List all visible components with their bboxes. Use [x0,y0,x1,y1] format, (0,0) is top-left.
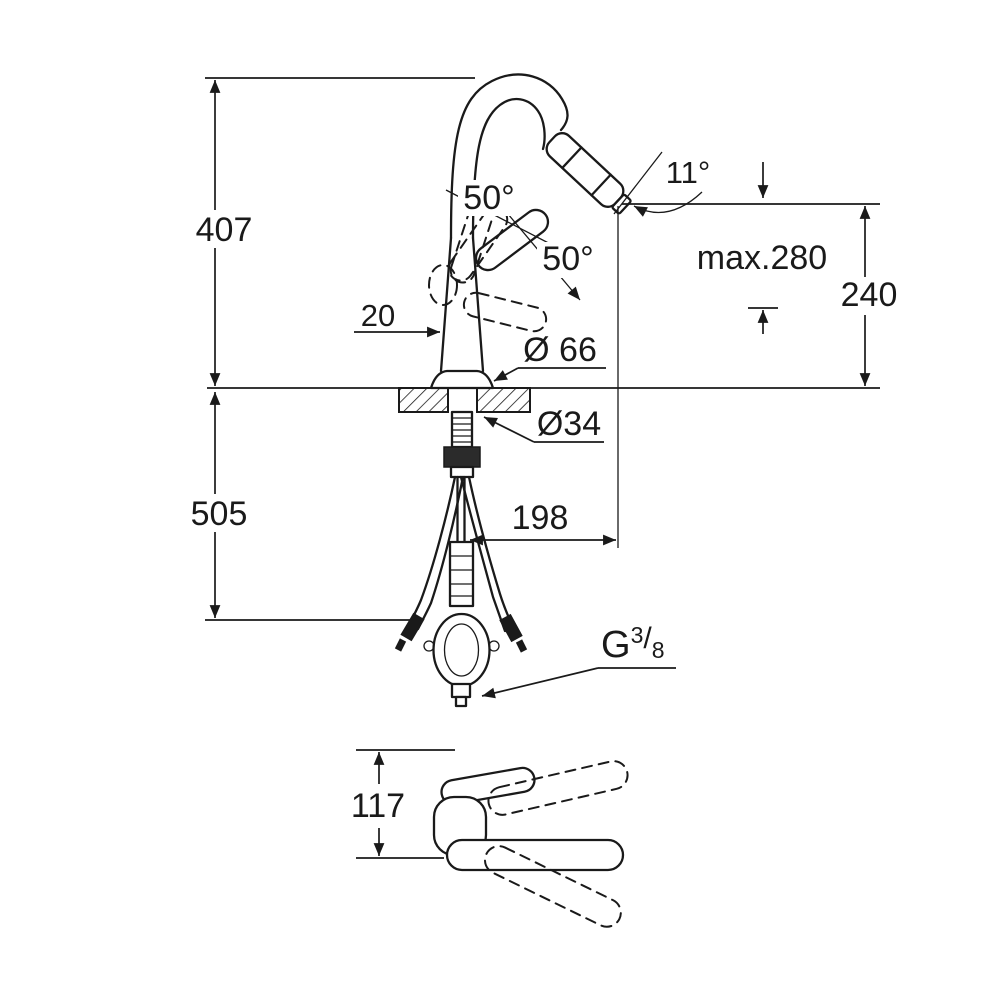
hose-weight [432,612,491,688]
dim-handle-angle-upper: 50° [463,179,514,217]
faucet-side-view [428,73,703,390]
lever-handle-ghost-down [462,291,548,333]
supply-hose-left [407,475,457,628]
dim-spout-tilt: 11° [666,155,711,190]
plan-lever-solid [440,766,536,806]
hose-end-fitting [450,682,472,699]
dim-spout-reach: 198 [512,499,569,537]
plan-lever-ghost-up [487,760,629,816]
spray-head [545,132,632,215]
dim-base-diameter: Ø 66 [523,331,597,369]
dim-spout-height: 240 [841,276,898,314]
under-counter-assembly [394,410,528,708]
lever-ghost-knob [428,264,458,306]
hose-collar [449,465,475,479]
dim-hole-diameter: Ø34 [537,405,601,443]
plan-lever-ghost-down [483,845,622,928]
handle-plan-view [432,760,629,928]
hose-fitting-right [499,613,523,643]
dim-max-height: max.280 [697,239,827,277]
dimension-annotations: 407 505 50° 50° 11° max.280 240 20 Ø 66 [187,77,900,859]
counter-hatch-left [398,387,449,413]
counter-section [207,387,880,413]
hose-connector [448,540,475,608]
faucet-base-flange [429,369,495,390]
mounting-nut [443,446,481,468]
spout-arc-outer [449,73,569,240]
dim-below-counter: 505 [191,495,248,533]
dim-total-height: 407 [196,211,253,249]
supply-hose-right [467,475,515,629]
spout-arc-inner [471,97,546,240]
dim-handle-height: 117 [351,787,405,825]
dim-body-width: 20 [361,298,395,333]
dim-handle-angle-lower: 50° [542,240,593,278]
dim-thread-size: G3/8 [601,622,665,666]
plan-spout-pipe [445,838,625,872]
spout-tilt-arc [633,191,703,217]
counter-hatch-right [476,387,531,413]
